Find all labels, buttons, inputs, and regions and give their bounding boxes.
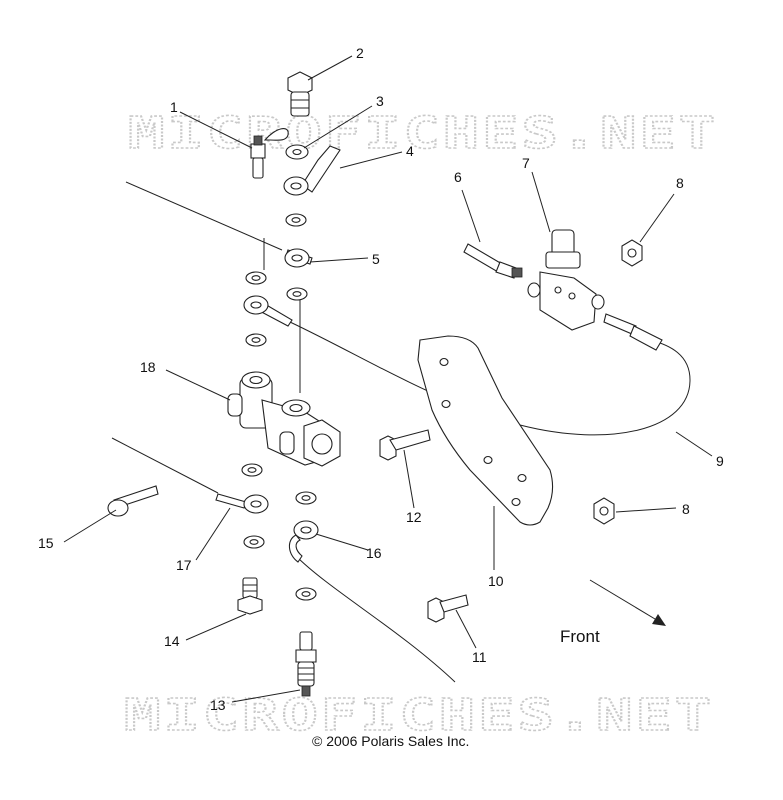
callout-14: 14 xyxy=(164,633,180,649)
part-13-switch xyxy=(295,631,317,697)
callout-17: 17 xyxy=(176,557,192,573)
washer-hole xyxy=(291,217,301,223)
banjo-fitting-mid xyxy=(243,295,293,327)
callout-1: 1 xyxy=(170,99,178,115)
part-8-nut-lower xyxy=(593,497,615,525)
part-16-banjo-fitting xyxy=(288,520,319,563)
part-17-banjo-fitting xyxy=(215,493,269,514)
watermark-top: MICROFICHES.NET xyxy=(128,108,718,159)
part-7-valve xyxy=(527,229,605,331)
callout-10: 10 xyxy=(488,573,504,589)
part-10-bracket xyxy=(417,335,554,526)
callout-11: 11 xyxy=(472,649,487,665)
callout-2: 2 xyxy=(356,45,364,61)
callout-8-lower: 8 xyxy=(682,501,690,517)
part-5-banjo-fitting xyxy=(284,248,313,268)
brake-line-upper-left xyxy=(125,181,283,251)
hose-end-fitting xyxy=(603,313,663,351)
callout-4: 4 xyxy=(406,143,414,159)
leader-lines xyxy=(63,55,713,703)
callout-7: 7 xyxy=(522,155,530,171)
part-11-bolt xyxy=(427,594,469,623)
callout-16: 16 xyxy=(366,545,382,561)
brake-line-16 xyxy=(295,555,456,683)
brake-line-lower-left xyxy=(111,437,219,494)
callout-13: 13 xyxy=(210,697,226,713)
callout-9: 9 xyxy=(716,453,724,469)
callout-15: 15 xyxy=(38,535,54,551)
part-3-washer xyxy=(285,144,309,160)
brake-line-9 xyxy=(289,321,691,436)
part-15-bolt xyxy=(107,485,159,517)
part-14-banjo-bolt xyxy=(237,577,263,615)
front-label: Front xyxy=(560,627,600,646)
part-1-bleeder-screw xyxy=(250,128,289,179)
callout-6: 6 xyxy=(454,169,462,185)
callout-8-upper: 8 xyxy=(676,175,684,191)
front-direction-arrow xyxy=(589,579,666,626)
callout-18: 18 xyxy=(140,359,156,375)
part-2-banjo-bolt xyxy=(287,71,313,117)
part-6-hose-fitting xyxy=(463,243,523,279)
part-8-nut-upper xyxy=(621,239,643,267)
watermark-bottom: MICROFICHES.NET xyxy=(124,690,714,741)
part-12-bolt xyxy=(379,429,431,461)
callout-12: 12 xyxy=(406,509,422,525)
callout-3: 3 xyxy=(376,93,384,109)
part-18-valve xyxy=(227,371,341,467)
copyright-text: © 2006 Polaris Sales Inc. xyxy=(312,733,469,749)
part-4-banjo-fitting xyxy=(283,145,341,196)
callout-5: 5 xyxy=(372,251,380,267)
